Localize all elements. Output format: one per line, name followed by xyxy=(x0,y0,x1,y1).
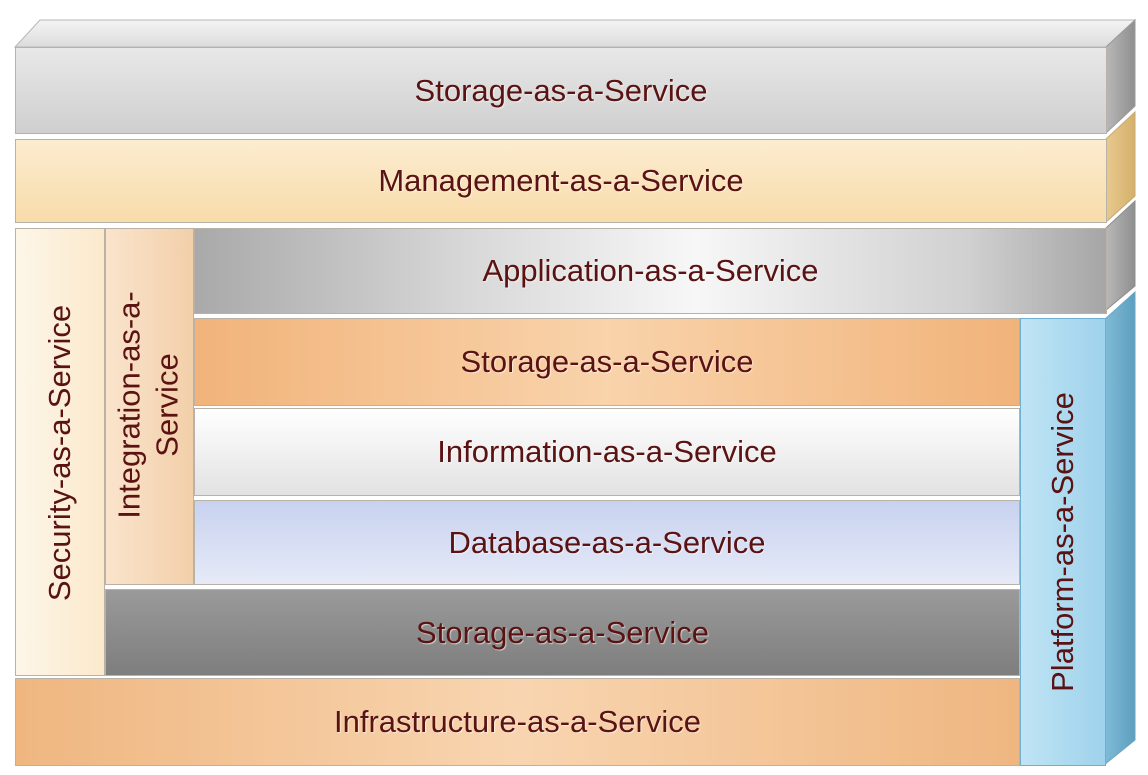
platform-label: Platform-as-a-Service xyxy=(1045,392,1080,692)
platform-side xyxy=(1103,290,1136,767)
layer-label: Storage-as-a-Service xyxy=(416,614,709,650)
integration-label-line2: Service xyxy=(149,353,185,457)
layer-integration xyxy=(105,228,194,585)
layer-label: Information-as-a-Service xyxy=(437,434,777,469)
layer-platform xyxy=(1020,318,1106,766)
layer-management: Management-as-a-Service xyxy=(15,139,1107,223)
layer-label: Database-as-a-Service xyxy=(448,524,766,560)
layer-label: Infrastructure-as-a-Service xyxy=(334,704,701,739)
top-face xyxy=(13,19,1137,48)
integration-label-line1: Integration-as-a- xyxy=(111,291,147,519)
layer-label: Application-as-a-Service xyxy=(482,253,819,288)
layer-label: Management-as-a-Service xyxy=(378,163,744,198)
layer-top-storage: Storage-as-a-Service xyxy=(15,47,1107,134)
layer-middle-storage: Storage-as-a-Service xyxy=(194,318,1020,406)
layer-database: Database-as-a-Service xyxy=(194,500,1020,585)
layer-application: Application-as-a-Service xyxy=(194,228,1107,314)
layer-information: Information-as-a-Service xyxy=(194,408,1020,496)
security-label: Security-as-a-Service xyxy=(42,304,77,602)
layer-label: Storage-as-a-Service xyxy=(414,72,708,108)
layer-infrastructure: Infrastructure-as-a-Service xyxy=(15,678,1020,766)
layer-label: Storage-as-a-Service xyxy=(460,344,754,379)
layer-lower-storage: Storage-as-a-Service xyxy=(105,589,1020,676)
layer-security xyxy=(15,228,105,676)
integration-label: Integration-as-a- Service xyxy=(111,227,187,584)
